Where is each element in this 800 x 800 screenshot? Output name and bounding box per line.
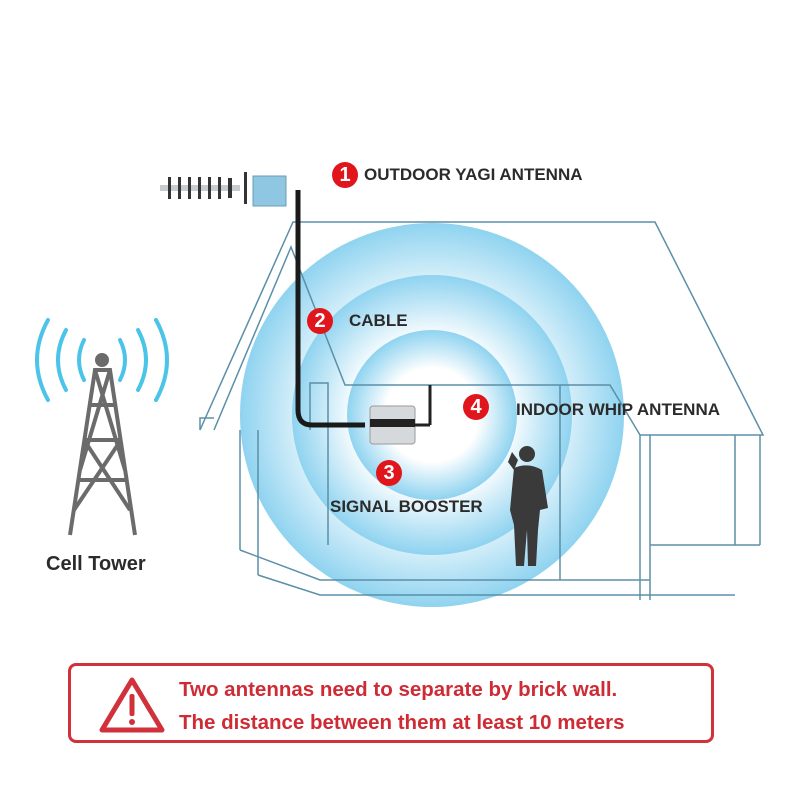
signal-booster-icon — [369, 405, 416, 445]
step-2-badge: 2 — [307, 308, 333, 334]
indoor-antenna-label: INDOOR WHIP ANTENNA — [516, 400, 720, 419]
cable-label: CABLE — [349, 311, 408, 330]
cell-tower-icon — [35, 318, 169, 536]
step-3-badge: 3 — [376, 460, 402, 486]
cell-tower-label: Cell Tower — [46, 553, 146, 575]
outdoor-antenna-label: OUTDOOR YAGI ANTENNA — [364, 165, 583, 184]
yagi-antenna-icon — [160, 172, 287, 207]
warning-triangle-icon — [99, 677, 165, 733]
cable — [295, 190, 365, 428]
whip-antenna-icon — [415, 385, 432, 427]
step-1-badge: 1 — [332, 162, 358, 188]
step-4-badge: 4 — [463, 394, 489, 420]
signal-rings — [240, 223, 624, 607]
person-on-phone-icon — [508, 446, 548, 566]
warning-line-1: Two antennas need to separate by brick w… — [179, 678, 618, 701]
house-outline — [199, 221, 765, 600]
signal-booster-label: SIGNAL BOOSTER — [330, 497, 483, 516]
warning-box: Two antennas need to separate by brick w… — [68, 663, 714, 743]
warning-line-2: The distance between them at least 10 me… — [179, 711, 625, 734]
radio-waves-icon — [35, 318, 169, 402]
